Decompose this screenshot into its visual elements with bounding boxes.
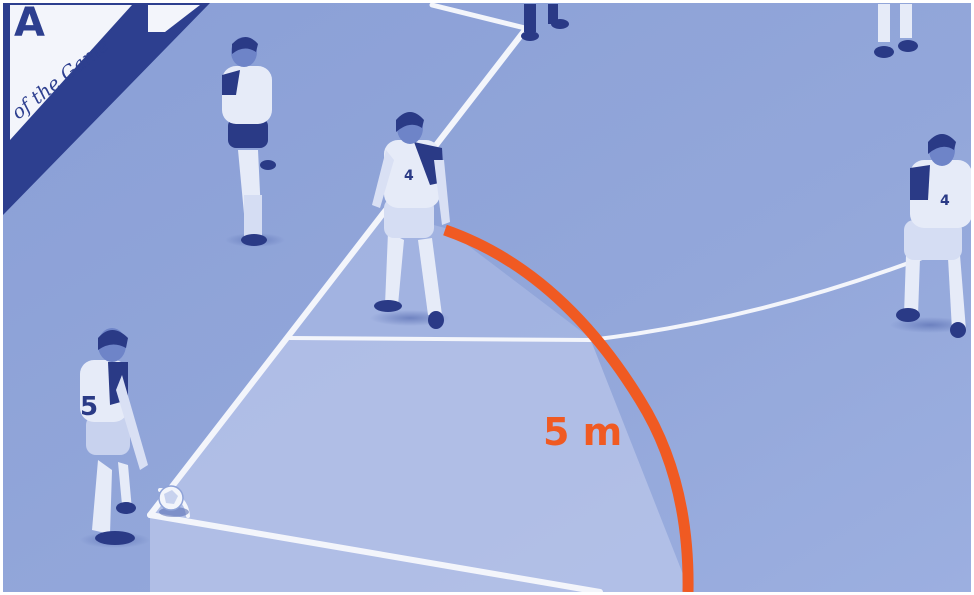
player-shirt-number: 5 <box>80 392 98 422</box>
player-shirt-number: 4 <box>940 193 950 209</box>
player-shirt-number: 4 <box>404 168 414 184</box>
distance-label: 5 m <box>543 410 622 454</box>
banner-logo-letter: A <box>14 0 45 46</box>
penalty-line <box>290 338 590 340</box>
